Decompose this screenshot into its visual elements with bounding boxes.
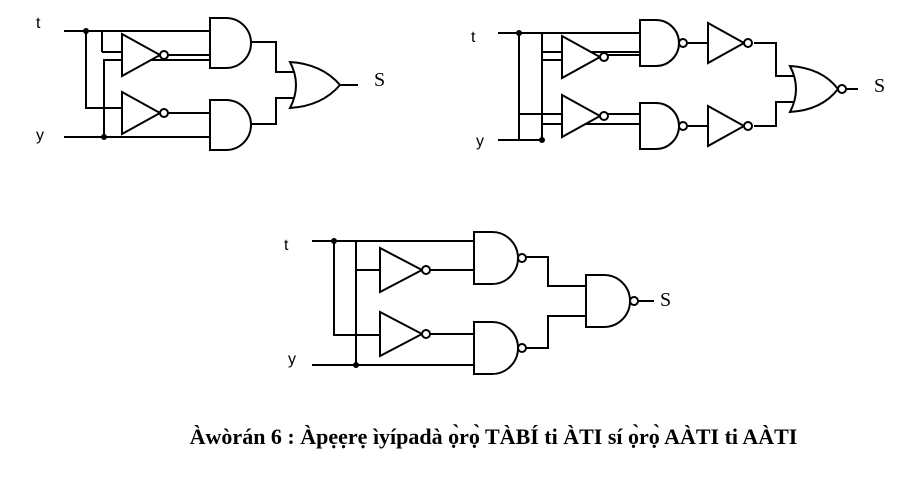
diagram-1-output-s-label: S [374,69,385,91]
diagram-1-and-gate-bottom [209,99,252,151]
diagram-2-nand-gate-top [639,19,680,67]
diagram-2-not-bubble-right-bottom [743,121,753,131]
diagram-3-output-s-label: S [660,289,671,311]
diagram-3-nand-bubble-top [517,253,527,263]
diagram-2-nand-bubble-bottom [678,121,688,131]
diagram-2-not-gate-bottom [561,93,603,139]
diagram-3-not-bubble-bottom [421,329,431,339]
diagram-2-not-gate-right-top [707,21,747,65]
diagram-3-nand-circuit: t y S [284,231,671,375]
diagram-2-junction [516,30,522,36]
diagram-1-not-bubble-top [159,50,169,60]
diagram-1-or-circuit: t y S [36,15,385,151]
diagram-2-nand-gate-bottom [639,102,680,150]
diagram-2-nand-bubble-top [678,38,688,48]
diagram-3-junction [331,238,337,244]
diagram-1-junction [101,134,107,140]
diagram-2-input-y-label: y [476,133,484,150]
diagram-2-nor-circuit: t y S [471,19,885,150]
diagram-3-junction [353,362,359,368]
diagram-2-junction [539,137,545,143]
diagram-3-nand-bubble-final [629,296,639,306]
diagram-2-not-bubble-right-top [743,38,753,48]
diagram-1-not-bubble-bottom [159,108,169,118]
diagram-1-not-gate-top [121,32,163,78]
diagram-3-nand-gate-bottom [473,321,519,375]
diagram-2-not-bubble-bottom [599,111,609,121]
diagram-3-not-gate-bottom [379,310,425,358]
diagram-2-not-gate-right-bottom [707,104,747,148]
diagram-3-nand-gate-top [473,231,519,285]
diagram-2-output-s-label: S [874,75,885,97]
diagram-1-input-y-label: y [36,127,44,144]
diagram-3-nand-gate-final [585,274,631,328]
diagram-3-not-gate-top [379,246,425,294]
diagram-2-not-bubble-top [599,52,609,62]
diagram-1-and-gate-top [209,17,252,69]
diagram-1-or-gate [288,60,342,110]
diagram-2-input-t-label: t [471,29,476,46]
diagram-3-not-bubble-top [421,265,431,275]
diagram-3-input-t-label: t [284,237,289,254]
diagram-2-nor-bubble [837,84,847,94]
diagram-3-wires [312,240,654,366]
diagram-1-junction [83,28,89,34]
figure-caption: Àwòrán 6 : Àpẹẹrẹ ìyípadà ọ̀rọ̀ TÀBÍ ti … [189,424,798,449]
diagram-1-wires [64,30,358,138]
diagram-3-input-y-label: y [288,351,296,368]
diagram-1-input-t-label: t [36,15,41,32]
diagram-2-not-gate-top [561,34,603,80]
diagram-2-nor-gate [788,64,840,114]
diagram-1-not-gate-bottom [121,90,163,136]
diagram-3-nand-bubble-bottom [517,343,527,353]
